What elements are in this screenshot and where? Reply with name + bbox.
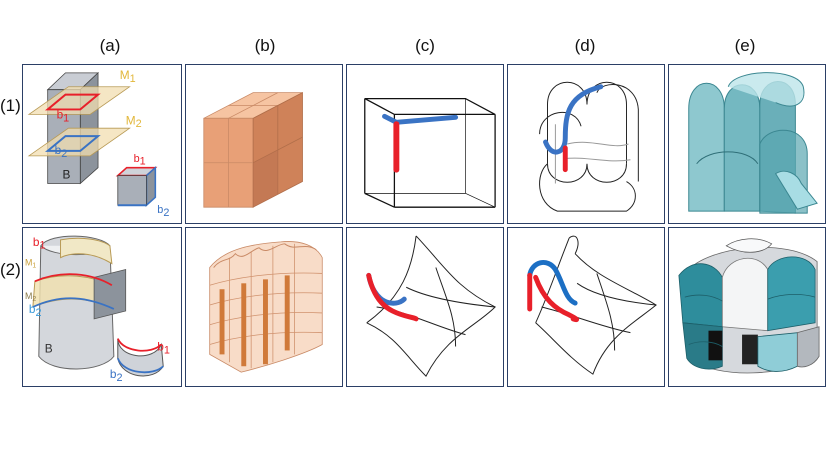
- label-2a-b1: b1: [33, 235, 46, 252]
- row-label-2: (2): [0, 260, 21, 279]
- column-label-a: (a): [99, 36, 121, 55]
- label-2a-M2: M2: [25, 291, 36, 303]
- diagram-1e: [688, 72, 818, 214]
- panel-1a: M1 M2 b1 b2 B b1 b2: [22, 64, 182, 224]
- diagram-2b: [209, 241, 323, 373]
- label-b2: b2: [55, 143, 68, 160]
- label-small-b2: b2: [157, 204, 169, 219]
- column-label-e: (e): [734, 36, 756, 55]
- panel-2a: b1 M1 M2 b2 B b1 b2: [22, 227, 182, 387]
- label-M2: M2: [126, 113, 142, 130]
- label-small-b1: b1: [134, 153, 146, 168]
- column-label-d: (d): [574, 36, 596, 55]
- diagram-2c: [366, 235, 496, 377]
- panel-2d: [507, 227, 665, 387]
- diagram-2a: b1 M1 M2 b2 B b1 b2: [25, 235, 170, 384]
- panel-2c: [346, 227, 504, 387]
- label-2a-M1: M1: [25, 258, 36, 270]
- panel-1d: [507, 64, 665, 224]
- label-b1: b1: [57, 107, 70, 124]
- panel-2e: [668, 227, 826, 387]
- diagram-2e: [678, 238, 820, 374]
- label-M1: M1: [120, 68, 136, 85]
- column-label-c: (c): [415, 36, 435, 55]
- panel-1c: [346, 64, 504, 224]
- label-B: B: [63, 168, 71, 182]
- diagram-1a: M1 M2 b1 b2 B b1 b2: [27, 68, 169, 219]
- diagram-1d: [539, 81, 639, 212]
- label-2a-small-b1: b1: [157, 339, 170, 356]
- panel-1e: [668, 64, 826, 224]
- label-2a-B: B: [45, 341, 53, 355]
- label-2a-small-b2: b2: [110, 367, 123, 384]
- panel-2b: [185, 227, 343, 387]
- diagram-2d: [527, 235, 657, 375]
- label-2a-b2: b2: [29, 302, 42, 319]
- column-label-b: (b): [254, 36, 276, 55]
- diagram-1b: [203, 92, 303, 208]
- diagram-1c: [364, 97, 496, 208]
- row-label-1: (1): [0, 96, 21, 115]
- panel-1b: [185, 64, 343, 224]
